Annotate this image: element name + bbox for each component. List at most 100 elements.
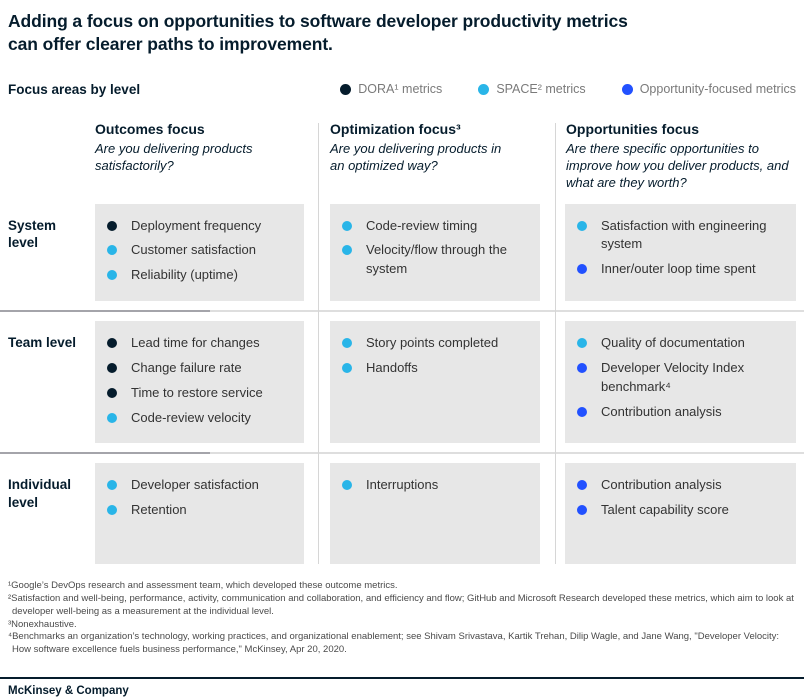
dot-icon — [342, 362, 352, 373]
footnote-1: ¹Google’s DevOps research and assessment… — [8, 580, 398, 592]
dot-icon — [342, 220, 352, 231]
metric-item: Change failure rate — [107, 359, 294, 378]
column-title: Outcomes focus — [95, 120, 205, 137]
metric-item: Talent capability score — [577, 501, 786, 520]
dot-icon — [107, 245, 117, 256]
column-title: Optimization focus³ — [330, 120, 461, 137]
metric-item: Interruptions — [342, 476, 526, 495]
dot-icon — [577, 406, 587, 417]
metric-label: Lead time for changes — [131, 335, 260, 351]
metric-item: Story points completed — [342, 334, 526, 353]
page-title-line-2: can offer clearer paths to improvement. — [8, 33, 333, 54]
cell-system-opportunities: Satisfaction with engineering system Inn… — [565, 203, 796, 302]
column-header-opportunities: Opportunities focus Are there specific o… — [555, 121, 796, 204]
row-divider-dark-segment — [0, 452, 210, 455]
metric-label: Developer Velocity Index benchmark⁴ — [601, 359, 745, 394]
metric-label: Reliability (uptime) — [131, 267, 238, 283]
metric-item: Satisfaction with engineering system — [577, 217, 786, 255]
footnote-3: ³Nonexhaustive. — [8, 618, 77, 630]
dot-icon — [577, 505, 587, 516]
metric-label: Code-review velocity — [131, 409, 251, 425]
dot-icon — [577, 338, 587, 349]
dot-icon — [107, 505, 117, 516]
cell-team-opportunities: Quality of documentation Developer Veloc… — [565, 321, 796, 444]
column-divider-2 — [555, 122, 556, 565]
row-label-system-level: System level — [8, 217, 57, 250]
dot-icon — [107, 387, 117, 398]
cell-system-outcomes: Deployment frequency Customer satisfacti… — [95, 203, 304, 302]
legend-items: DORA¹ metrics SPACE² metrics Opportunity… — [340, 82, 796, 96]
metric-item: Retention — [107, 501, 294, 520]
metric-label: Satisfaction with engineering system — [601, 217, 767, 252]
metric-item: Handoffs — [342, 359, 526, 378]
metric-item: Contribution analysis — [577, 403, 786, 422]
column-subtitle: Are you delivering products in an optimi… — [330, 140, 502, 173]
metric-item: Reliability (uptime) — [107, 266, 294, 285]
legend-item-space: SPACE² metrics — [478, 82, 586, 96]
table-row-team-level: Team level Lead time for changes Change … — [8, 321, 796, 444]
metric-label: Change failure rate — [131, 359, 242, 375]
legend-heading: Focus areas by level — [8, 81, 141, 97]
metric-item: Deployment frequency — [107, 217, 294, 236]
metric-label: Velocity/flow through the system — [366, 242, 507, 277]
metric-label: Story points completed — [366, 335, 499, 351]
metric-label: Code-review timing — [366, 217, 478, 233]
column-subtitle: Are there specific opportunities to impr… — [566, 140, 789, 190]
dot-icon — [107, 480, 117, 491]
row-label-spacer — [8, 121, 95, 204]
metric-item: Developer satisfaction — [107, 476, 294, 495]
column-header-optimization: Optimization focus³ Are you delivering p… — [318, 121, 555, 204]
column-header-outcomes: Outcomes focus Are you delivering produc… — [95, 121, 318, 204]
legend-row: Focus areas by level DORA¹ metrics SPACE… — [8, 82, 796, 97]
opportunity-dot-icon — [621, 83, 633, 95]
footnotes: ¹Google’s DevOps research and assessment… — [8, 580, 796, 656]
footnote-2: ²Satisfaction and well-being, performanc… — [8, 593, 794, 617]
metric-label: Interruptions — [366, 477, 439, 493]
legend-label-opportunity: Opportunity-focused metrics — [639, 82, 796, 96]
mckinsey-brand: McKinsey & Company — [8, 684, 129, 697]
metric-label: Developer satisfaction — [131, 477, 259, 493]
column-title: Opportunities focus — [566, 120, 699, 137]
focus-matrix: Outcomes focus Are you delivering produc… — [0, 121, 804, 565]
dot-icon — [342, 338, 352, 349]
metric-item: Quality of documentation — [577, 334, 786, 353]
metric-item: Developer Velocity Index benchmark⁴ — [577, 359, 786, 397]
legend-label-dora: DORA¹ metrics — [358, 82, 443, 96]
row-divider — [0, 452, 804, 455]
page-title-line-1: Adding a focus on opportunities to softw… — [8, 11, 628, 31]
legend-item-dora: DORA¹ metrics — [340, 82, 442, 96]
metric-label: Quality of documentation — [601, 335, 745, 351]
metric-label: Inner/outer loop time spent — [601, 261, 756, 277]
row-label-individual-level: Individual level — [8, 477, 72, 510]
dot-icon — [107, 362, 117, 373]
space-dot-icon — [478, 83, 490, 95]
row-label-team-level: Team level — [8, 335, 77, 351]
cell-system-optimization: Code-review timing Velocity/flow through… — [330, 203, 540, 302]
metric-label: Contribution analysis — [601, 403, 722, 419]
page-title: Adding a focus on opportunities to softw… — [8, 10, 796, 56]
row-divider-light-segment — [210, 310, 804, 313]
dot-icon — [342, 245, 352, 256]
metric-label: Talent capability score — [601, 502, 729, 518]
dot-icon — [107, 338, 117, 349]
cell-individual-optimization: Interruptions — [330, 463, 540, 565]
cell-team-optimization: Story points completed Handoffs — [330, 321, 540, 444]
metric-item: Time to restore service — [107, 384, 294, 403]
dora-dot-icon — [340, 83, 352, 95]
row-divider — [0, 310, 804, 313]
row-divider-light-segment — [210, 452, 804, 455]
legend-label-space: SPACE² metrics — [496, 82, 586, 96]
dot-icon — [577, 362, 587, 373]
footnote-4: ⁴Benchmarks an organization’s technology… — [8, 631, 780, 655]
dot-icon — [107, 220, 117, 231]
column-divider-1 — [318, 122, 319, 565]
cell-team-outcomes: Lead time for changes Change failure rat… — [95, 321, 304, 444]
column-subtitle: Are you delivering products satisfactori… — [95, 140, 253, 173]
metric-label: Contribution analysis — [601, 477, 722, 493]
metric-item: Customer satisfaction — [107, 241, 294, 260]
metric-item: Contribution analysis — [577, 476, 786, 495]
dot-icon — [577, 264, 587, 275]
cell-individual-opportunities: Contribution analysis Talent capability … — [565, 463, 796, 565]
metric-label: Customer satisfaction — [131, 242, 256, 258]
bottom-rule — [0, 677, 804, 679]
